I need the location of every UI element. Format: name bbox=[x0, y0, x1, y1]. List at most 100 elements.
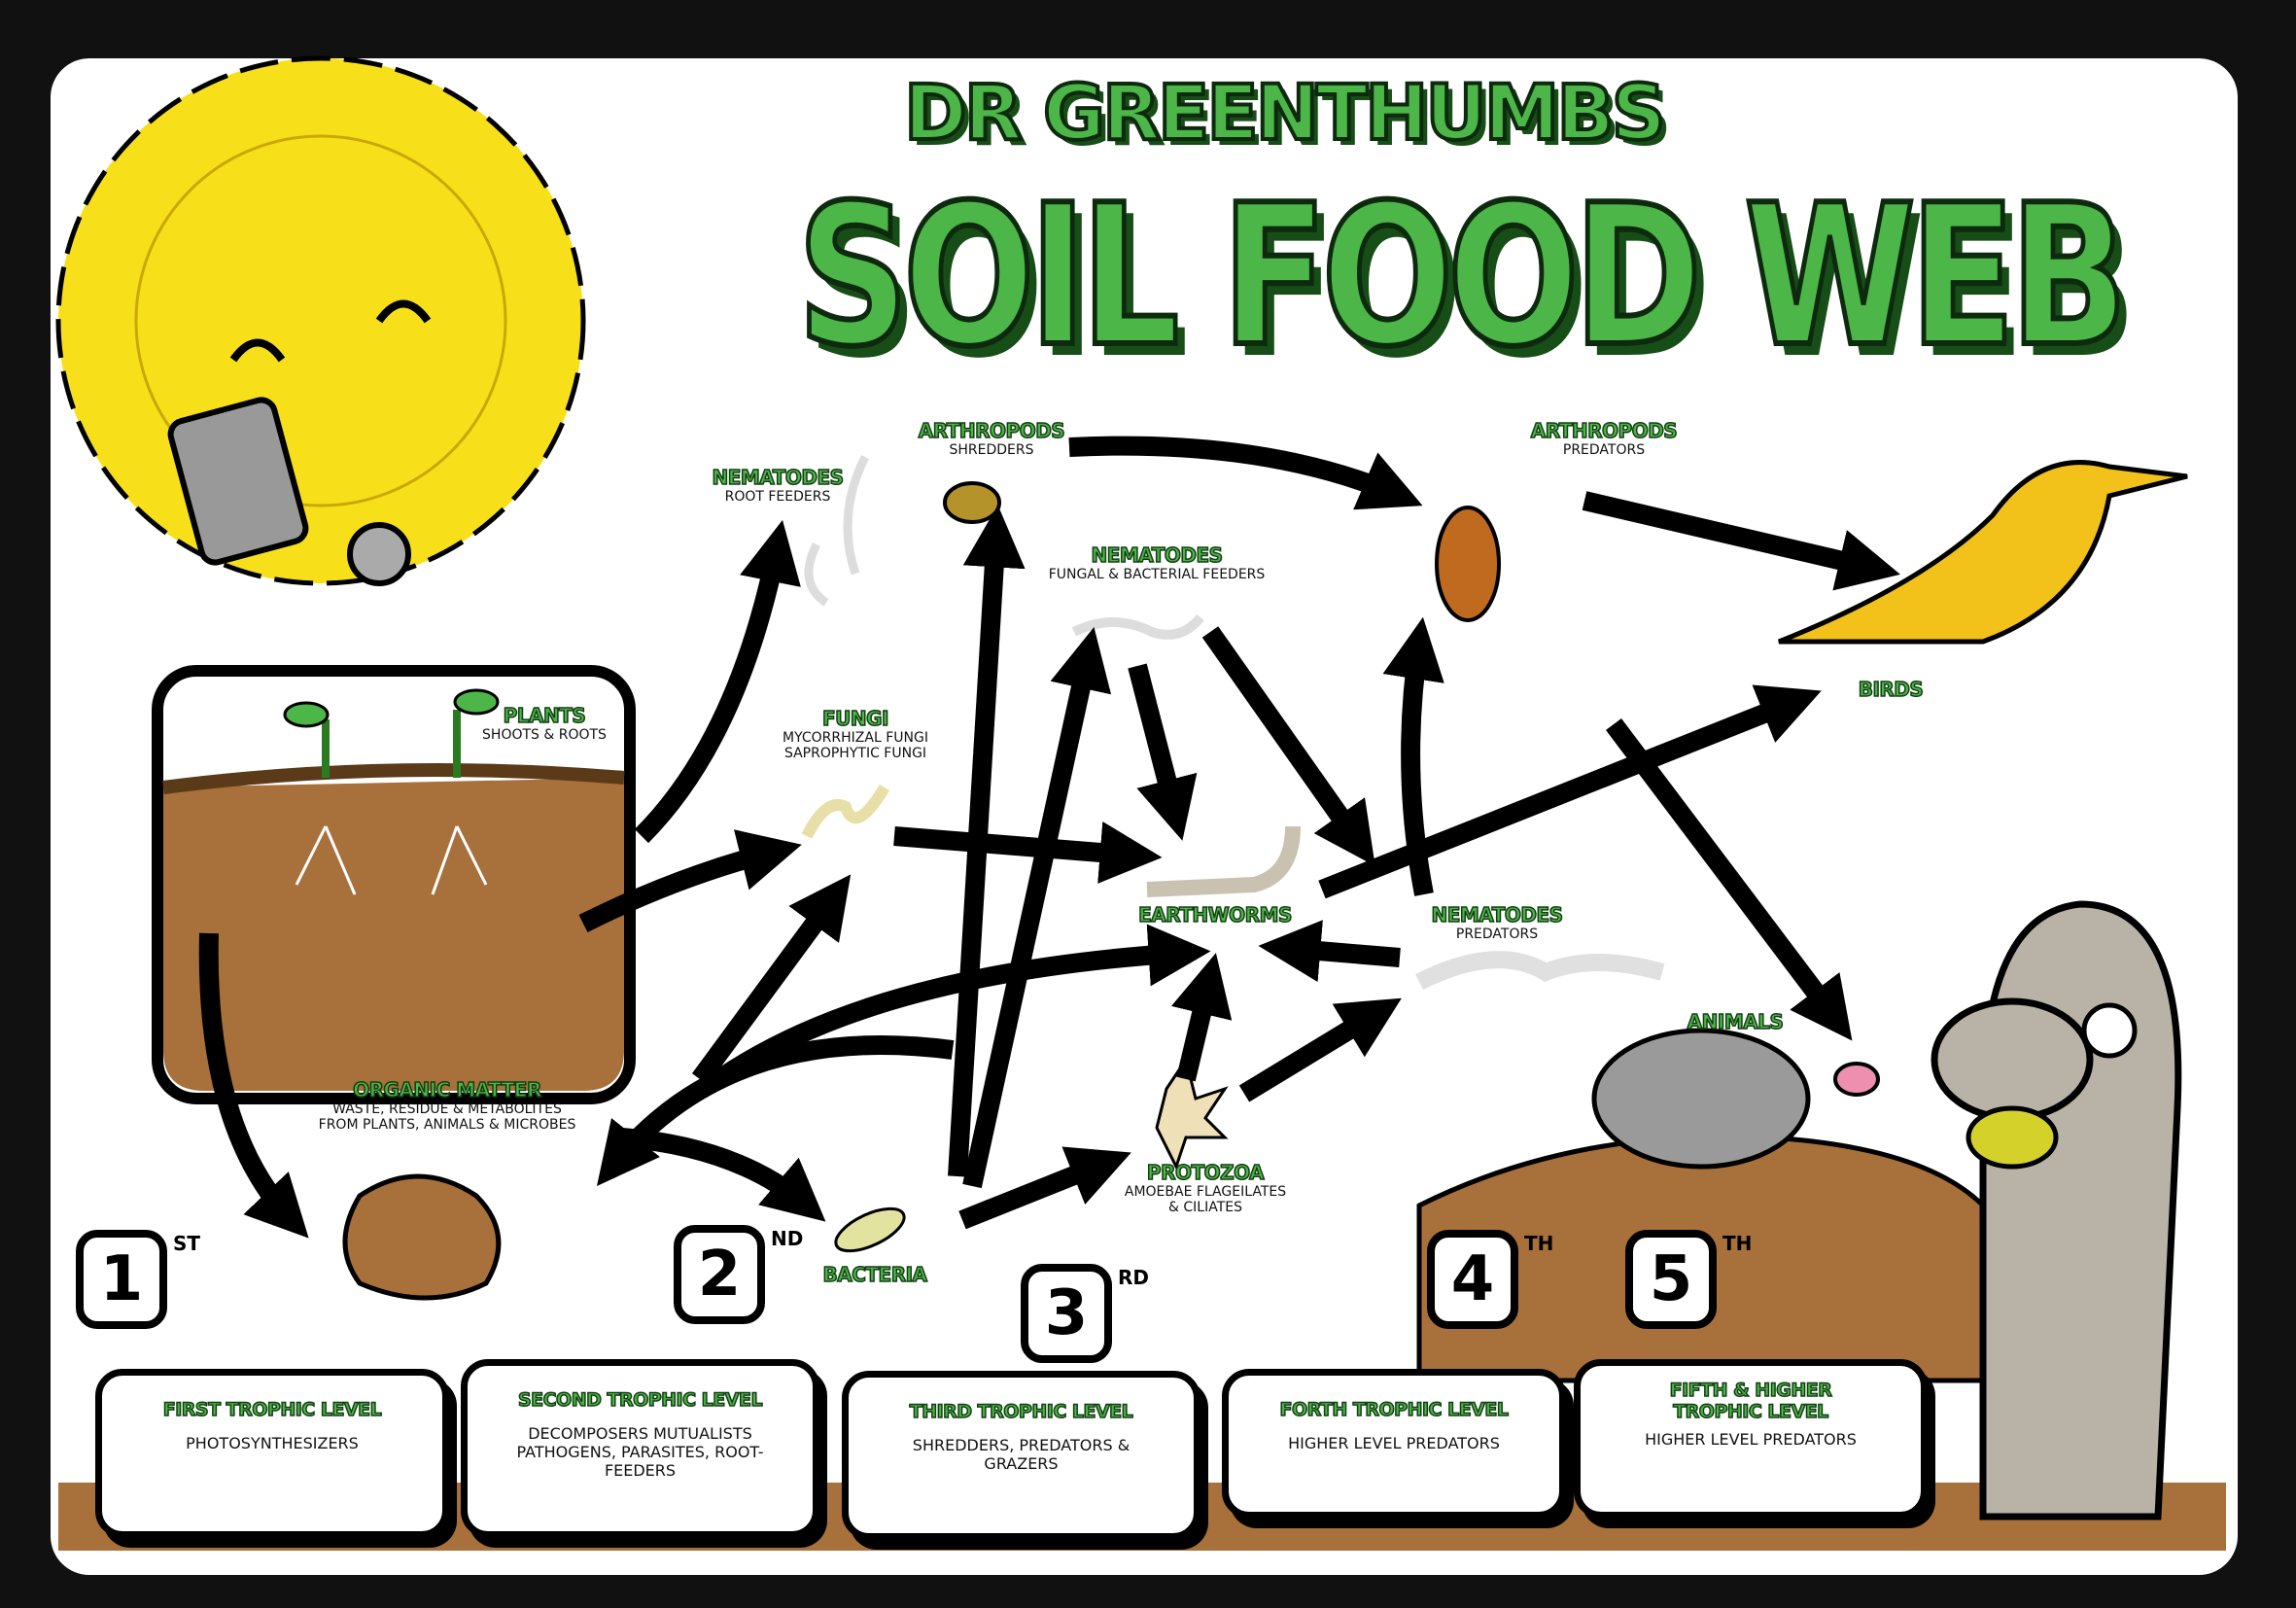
desc: PREDATORS bbox=[1455, 926, 1539, 942]
page-title: SOIL FOOD WEB bbox=[795, 163, 2131, 390]
arrow-organic-to-bacteria bbox=[621, 1128, 826, 1222]
arrow-fungi-to-earthworms bbox=[893, 821, 1163, 884]
name: ANIMALS bbox=[1687, 1010, 1785, 1034]
sun-illustration bbox=[55, 55, 586, 586]
desc: PHOTOSYNTHESIZERS bbox=[186, 1434, 359, 1452]
badge-level-4: 4 TH bbox=[1427, 1230, 1553, 1329]
name: NEMATODES bbox=[1091, 543, 1224, 568]
desc1: WASTE, RESIDUE & METABOLITES bbox=[332, 1101, 562, 1117]
label-nematodes-root-feeders: NEMATODES ROOT FEEDERS bbox=[680, 466, 875, 505]
cartoon-worm-illustration bbox=[1931, 900, 2182, 1521]
desc: SHREDDERS bbox=[949, 442, 1034, 458]
title: SECOND TROPHIC LEVEL bbox=[517, 1388, 763, 1412]
badge-level-5: 5 TH bbox=[1625, 1230, 1752, 1329]
name: PROTOZOA bbox=[1146, 1161, 1265, 1185]
name: ORGANIC MATTER bbox=[352, 1078, 542, 1102]
name: NEMATODES bbox=[1431, 903, 1564, 927]
trophic-box-5: FIFTH & HIGHER TROPHIC LEVEL HIGHER LEVE… bbox=[1574, 1359, 1928, 1519]
name: ARTHROPODS bbox=[918, 419, 1065, 443]
badge-level-2: 2 ND bbox=[674, 1225, 803, 1324]
desc2: FROM PLANTS, ANIMALS & MICROBES bbox=[318, 1117, 576, 1134]
desc: ROOT FEEDERS bbox=[724, 489, 831, 505]
desc: HIGHER LEVEL PREDATORS bbox=[1645, 1430, 1857, 1449]
num: 3 bbox=[1044, 1277, 1089, 1349]
title: FIRST TROPHIC LEVEL bbox=[162, 1398, 383, 1421]
arrow-up-to-fungal-nematodes bbox=[962, 626, 1112, 1189]
label-organic-matter: ORGANIC MATTER WASTE, RESIDUE & METABOLI… bbox=[292, 1078, 603, 1134]
name: BACTERIA bbox=[822, 1263, 928, 1287]
name: NEMATODES bbox=[712, 466, 845, 490]
arrow-organic-to-fungi bbox=[691, 874, 852, 1085]
name: FUNGI bbox=[821, 707, 889, 731]
badge-level-1: 1 ST bbox=[76, 1230, 200, 1329]
arrow-to-animals bbox=[1606, 717, 1853, 1041]
num: 5 bbox=[1649, 1243, 1693, 1315]
desc2: & CILIATES bbox=[1168, 1200, 1242, 1216]
name: PLANTS bbox=[503, 704, 587, 728]
desc: PREDATORS bbox=[1562, 442, 1646, 458]
desc: HIGHER LEVEL PREDATORS bbox=[1288, 1434, 1500, 1452]
beetle-shredder-illustration bbox=[943, 481, 1001, 524]
nematode-predator-illustration bbox=[1414, 951, 1665, 991]
nematode-root-illustration bbox=[804, 454, 870, 607]
food-web-arrows bbox=[198, 436, 1900, 1239]
sup: TH bbox=[1524, 1232, 1554, 1255]
beetle-predator-illustration bbox=[1435, 506, 1501, 622]
bacteria-illustration bbox=[834, 1206, 906, 1253]
label-nematodes-fungal-bacterial: NEMATODES FUNGAL & BACTERIAL FEEDERS bbox=[1030, 543, 1283, 582]
arrow-protozoa-to-nematode-predators bbox=[1238, 997, 1402, 1102]
desc2: SAPROPHYTIC FUNGI bbox=[783, 746, 927, 762]
nematode-fungal-illustration bbox=[1071, 613, 1204, 640]
num: 2 bbox=[697, 1239, 742, 1311]
arrow-fungal-nematodes-to-earthworms bbox=[1201, 626, 1375, 866]
badge-level-3: 3 RD bbox=[1021, 1264, 1149, 1363]
label-plants: PLANTS SHOOTS & ROOTS bbox=[467, 704, 622, 743]
name: EARTHWORMS bbox=[1137, 903, 1293, 927]
arrow-protozoa-to-earthworms bbox=[1170, 953, 1233, 1082]
arrow-fungal-nematodes-down bbox=[1128, 663, 1198, 841]
arrow-to-birds bbox=[1318, 684, 1822, 899]
trophic-box-2: SECOND TROPHIC LEVEL DECOMPOSERS MUTUALI… bbox=[461, 1359, 819, 1538]
label-arthropods-predators: ARTHROPODS PREDATORS bbox=[1516, 419, 1691, 458]
arrow-up-to-beetle-predator bbox=[1382, 616, 1444, 896]
desc: SHOOTS & ROOTS bbox=[482, 727, 607, 743]
label-fungi: FUNGI MYCORRHIZAL FUNGI SAPROPHYTIC FUNG… bbox=[758, 707, 953, 762]
label-earthworms: EARTHWORMS bbox=[1137, 903, 1293, 927]
sup: RD bbox=[1118, 1266, 1150, 1289]
sup: TH bbox=[1722, 1232, 1753, 1255]
fungi-illustration bbox=[801, 784, 890, 839]
arrow-soil-to-root-nematodes bbox=[634, 519, 801, 844]
name: BIRDS bbox=[1858, 678, 1925, 702]
desc: SHREDDERS, PREDATORS & GRAZERS bbox=[912, 1436, 1131, 1473]
label-bacteria: BACTERIA bbox=[807, 1263, 943, 1287]
name: ARTHROPODS bbox=[1530, 419, 1678, 443]
subtitle: DR GREENTHUMBS bbox=[902, 68, 1668, 159]
num: 1 bbox=[99, 1243, 144, 1315]
desc: FUNGAL & BACTERIAL FEEDERS bbox=[1048, 567, 1266, 582]
arrow-predators-to-birds bbox=[1582, 491, 1900, 591]
trophic-box-4: FORTH TROPHIC LEVEL HIGHER LEVEL PREDATO… bbox=[1222, 1369, 1566, 1519]
title: THIRD TROPHIC LEVEL bbox=[909, 1400, 1134, 1423]
arrow-nematode-predators-to-earthworms bbox=[1258, 920, 1401, 983]
label-animals: ANIMALS bbox=[1672, 1010, 1798, 1034]
trophic-box-1: FIRST TROPHIC LEVEL PHOTOSYNTHESIZERS bbox=[95, 1369, 449, 1538]
sup: ND bbox=[771, 1227, 804, 1250]
label-nematodes-predators: NEMATODES PREDATORS bbox=[1419, 903, 1575, 942]
arrow-bacteria-to-protozoa bbox=[958, 1146, 1131, 1230]
arrow-soil-to-fungi bbox=[578, 829, 802, 932]
num: 4 bbox=[1450, 1243, 1495, 1315]
earthworm-illustration bbox=[1146, 825, 1301, 897]
sup: ST bbox=[173, 1232, 201, 1255]
desc1: MYCORRHIZAL FUNGI bbox=[783, 730, 928, 746]
arrow-up-to-shredders bbox=[948, 505, 1026, 1177]
arrow-shredders-to-predators bbox=[1068, 436, 1423, 510]
label-birds: BIRDS bbox=[1837, 678, 1944, 702]
desc: DECOMPOSERS MUTUALISTS PATHOGENS, PARASI… bbox=[516, 1424, 764, 1480]
arrow-soil-to-organic-matter bbox=[198, 932, 309, 1239]
title: FIFTH & HIGHER TROPHIC LEVEL bbox=[1669, 1379, 1833, 1423]
label-arthropods-shredders: ARTHROPODS SHREDDERS bbox=[904, 419, 1079, 458]
trophic-box-3: THIRD TROPHIC LEVEL SHREDDERS, PREDATORS… bbox=[842, 1371, 1200, 1540]
soil-box-illustration bbox=[152, 665, 636, 1104]
desc1: AMOEBAE FLAGEILATES bbox=[1124, 1184, 1287, 1200]
